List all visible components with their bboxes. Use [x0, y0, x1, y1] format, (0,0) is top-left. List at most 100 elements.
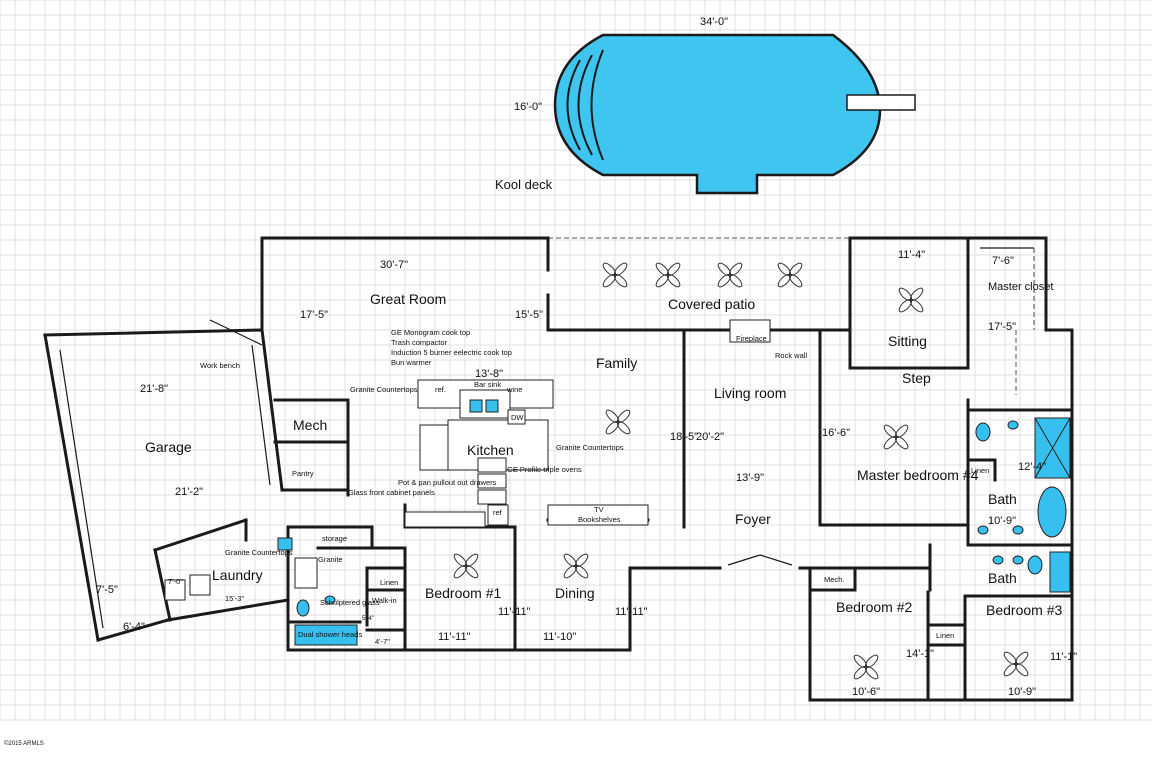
bedroom-1-label: Bedroom #1	[425, 585, 501, 601]
garage-side: 7'-5"	[96, 584, 118, 596]
master-closet-label: Master closet	[988, 281, 1053, 293]
kitchen-width: 13'-8"	[475, 368, 503, 380]
kitchen-label: Kitchen	[467, 442, 514, 458]
copyright: ©2015 ARMLS	[4, 740, 44, 747]
note-ref: ref.	[435, 385, 446, 394]
dining-label: Dining	[555, 585, 595, 601]
bedroom-2-height: 14'-1"	[906, 648, 934, 660]
pool-width: 16'-0"	[514, 101, 542, 113]
bedroom-3-label: Bedroom #3	[986, 602, 1062, 618]
master-height: 16'-6"	[822, 427, 850, 439]
laundry-height: 7'-0"	[168, 577, 183, 586]
walkin-width: 4'-7"	[375, 637, 390, 646]
ceiling-fan-icon	[1003, 651, 1029, 677]
note-granite-3: Granite Countertops	[225, 548, 293, 557]
pool-length: 34'-0"	[700, 16, 728, 28]
step-label: Step	[902, 370, 931, 386]
bedroom-2-label: Bedroom #2	[836, 599, 912, 615]
laundry-width: 15'-3"	[225, 594, 244, 603]
garage-label: Garage	[145, 439, 192, 455]
note-fireplace: Fireplace	[736, 334, 767, 343]
ceiling-fan-icon	[777, 262, 803, 288]
note-rockwall: Rock wall	[775, 351, 807, 360]
note-wine: wine	[506, 385, 522, 394]
note-sculptured: Schulptered glass	[320, 598, 380, 607]
note-granite-2: Granite Countertops	[556, 443, 624, 452]
linen-label: Linen	[380, 578, 398, 587]
note-dw: DW	[511, 413, 524, 422]
pool: 34'-0" 16'-0" Kool deck	[495, 16, 916, 195]
sitting-width: 11'-4"	[898, 249, 925, 261]
note-cooktop-2: Trash compactor	[391, 338, 447, 347]
note-cooktop-4: Bun warmer	[391, 358, 432, 367]
bath-height: 12'-4"	[1018, 461, 1046, 473]
ceiling-fan-icon	[563, 553, 589, 579]
note-dual-shower: Dual shower heads	[298, 630, 362, 639]
mech2-label: Mech.	[824, 575, 844, 584]
linen-bed-label: Linen	[936, 631, 954, 640]
sitting-label: Sitting	[888, 333, 927, 349]
labels: Great Room Covered patio Garage Mech Kit…	[4, 249, 1077, 747]
bedroom-1-height: 11'-11"	[498, 606, 531, 618]
ceiling-fan-icon	[717, 262, 743, 288]
ceiling-fan-icon	[853, 654, 879, 680]
great-room-width: 30'-7"	[380, 259, 408, 271]
bedroom-3-width: 10'-9"	[1008, 686, 1036, 698]
fixtures	[164, 319, 1071, 646]
ceiling-fan-icon	[453, 553, 479, 579]
ceiling-fan-icon	[883, 424, 909, 450]
dining-height: 11'-11"	[615, 606, 648, 618]
ceiling-fan-icon	[655, 262, 681, 288]
note-workbench: Work bench	[200, 361, 240, 370]
laundry-label: Laundry	[212, 567, 263, 583]
great-room-height-2: 15'-5"	[515, 309, 543, 321]
dual-shower	[294, 624, 358, 646]
note-cooktop-1: GE Monogram cook top	[391, 328, 470, 337]
ceiling-fan-icon	[605, 409, 631, 435]
living-room-label: Living room	[714, 385, 786, 401]
family-label: Family	[596, 355, 637, 371]
great-room-height: 17'-5"	[300, 309, 328, 321]
bedroom-2-width: 10'-6"	[852, 686, 880, 698]
great-room-label: Great Room	[370, 291, 446, 307]
living-width: 13'-9"	[736, 472, 764, 484]
walls	[43, 236, 1074, 702]
walkin-height: 5'-4"	[362, 616, 374, 622]
pool-basin	[553, 33, 882, 195]
bath-2-label: Bath	[988, 570, 1017, 586]
mech-label: Mech	[293, 417, 327, 433]
ceiling-fan-icon	[602, 262, 628, 288]
storage-label: storage	[322, 534, 347, 543]
master-tub	[1037, 486, 1067, 538]
bath-width: 10'-9"	[988, 515, 1016, 527]
pantry-label: Pantry	[292, 469, 314, 478]
closet-width: 7'-6"	[992, 255, 1014, 267]
ceiling-fan-icon	[898, 287, 924, 313]
note-pot-pan: Pot & pan pullout out drawers	[398, 478, 497, 487]
diving-board	[846, 94, 916, 111]
note-glass-front: Glass front cabinet panels	[348, 488, 435, 497]
garage-bottom: 6'-4"	[123, 621, 145, 633]
kool-deck-label: Kool deck	[495, 177, 553, 192]
ceiling-fans	[453, 262, 1029, 680]
note-bookshelves: Bookshelves	[578, 515, 621, 524]
note-barsink: Bar sink	[474, 380, 501, 389]
covered-patio-label: Covered patio	[668, 296, 755, 312]
note-ref2: ref	[493, 508, 503, 517]
master-bath-label: Bath	[988, 491, 1017, 507]
closet-height: 17'-5"	[988, 321, 1016, 333]
note-granite-1: Granite Countertops	[350, 385, 418, 394]
living-height: 20'-2"	[696, 431, 724, 443]
family-height: 18'-5"	[670, 431, 698, 443]
bedroom-1-width: 11'-11"	[438, 631, 471, 643]
note-granite-4: Granite	[318, 555, 343, 564]
note-tv: TV	[594, 505, 604, 514]
dining-width: 11'-10"	[543, 631, 576, 643]
linen-master-label: Linen	[971, 466, 989, 475]
garage-height: 21'-2"	[175, 486, 203, 498]
foyer-label: Foyer	[735, 511, 771, 527]
note-ge-ovens: GE Profile triple ovens	[507, 465, 582, 474]
note-cooktop-3: Induction 5 burner eelectric cook top	[391, 348, 512, 357]
walkin-label: Walk-in	[372, 596, 397, 605]
